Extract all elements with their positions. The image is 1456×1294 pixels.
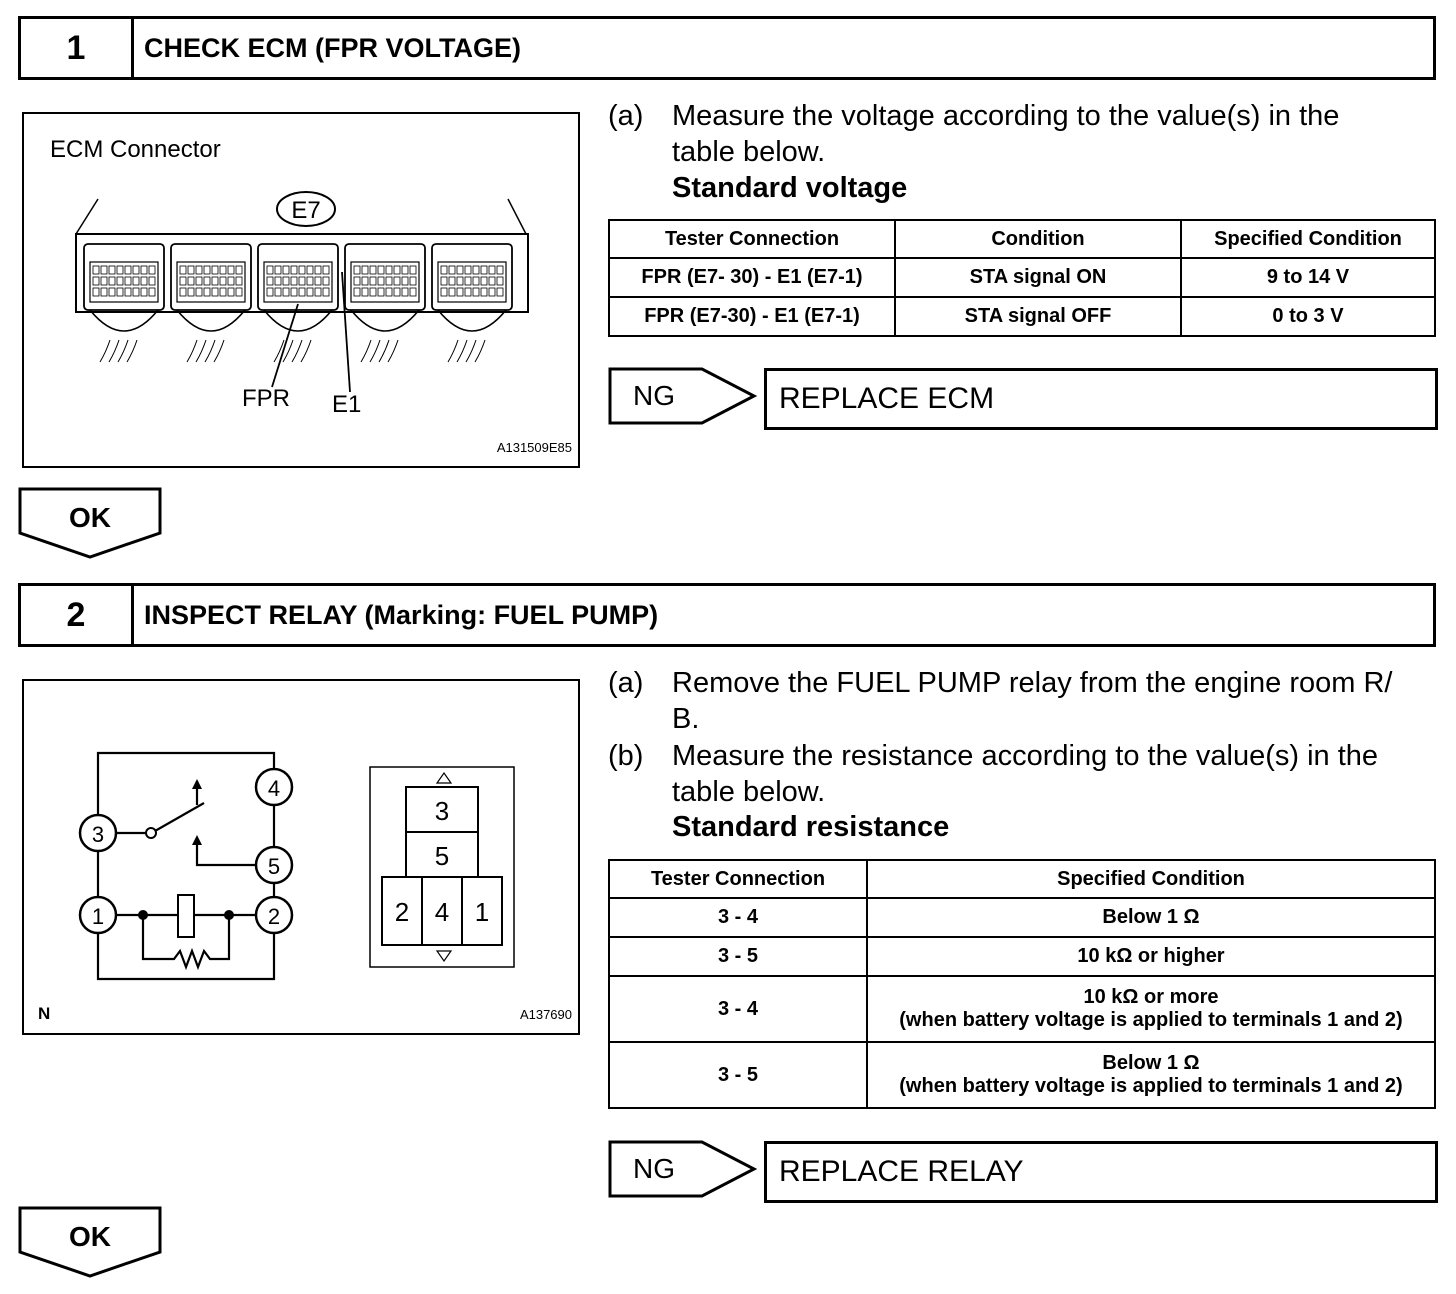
ng-label: NG xyxy=(633,380,675,411)
header-specified-condition: Specified Condition xyxy=(866,859,1436,899)
table-row: 3 - 4 10 kΩ or more (when battery voltag… xyxy=(608,975,1436,1043)
pinout-pin-3: 3 xyxy=(435,796,449,826)
instruction-text-line-2: B. xyxy=(672,703,700,735)
table-row: 3 - 5 10 kΩ or higher xyxy=(608,936,1436,977)
instruction-label: (a) xyxy=(608,667,644,699)
instruction-text-line-1: Measure the voltage according to the val… xyxy=(672,100,1340,132)
header-tester-connection: Tester Connection xyxy=(608,859,868,899)
cell-tester-connection: FPR (E7-30) - E1 (E7-1) xyxy=(608,296,896,337)
step-2-instruction-a: (a) Remove the FUEL PUMP relay from the … xyxy=(608,665,1438,739)
terminal-5: 5 xyxy=(268,854,280,879)
ng-label: NG xyxy=(633,1153,675,1184)
step-1-header: 1 CHECK ECM (FPR VOLTAGE) xyxy=(18,16,1436,80)
instruction-label: (b) xyxy=(608,740,644,772)
step-2-number: 2 xyxy=(21,586,134,644)
pinout-pin-5: 5 xyxy=(435,841,449,871)
ecm-connector-caption: ECM Connector xyxy=(50,136,221,163)
terminal-2: 2 xyxy=(268,904,280,929)
table-row: FPR (E7- 30) - E1 (E7-1) STA signal ON 9… xyxy=(608,257,1436,298)
condition-note: (when battery voltage is applied to term… xyxy=(899,1075,1403,1097)
step-2-title: INSPECT RELAY (Marking: FUEL PUMP) xyxy=(144,599,659,630)
table-header-row: Tester Connection Specified Condition xyxy=(608,859,1436,899)
pinout-pin-4: 4 xyxy=(435,897,449,927)
condition-value: Below 1 Ω xyxy=(1102,1052,1200,1074)
standard-resistance-label: Standard resistance xyxy=(672,811,950,843)
terminal-3: 3 xyxy=(92,822,104,847)
ng-arrow-2: NG xyxy=(608,1140,758,1198)
cell-specified-condition: Below 1 Ω xyxy=(866,897,1436,938)
pinout-pin-1: 1 xyxy=(475,897,489,927)
corner-label-n: N xyxy=(38,1004,50,1023)
instruction-text-line-2: table below. xyxy=(672,776,826,808)
step-2-header: 2 INSPECT RELAY (Marking: FUEL PUMP) xyxy=(18,583,1436,647)
cell-specified-condition: Below 1 Ω (when battery voltage is appli… xyxy=(866,1041,1436,1109)
pinout-pin-2: 2 xyxy=(395,897,409,927)
cell-tester-connection: FPR (E7- 30) - E1 (E7-1) xyxy=(608,257,896,298)
cell-specified-condition: 0 to 3 V xyxy=(1180,296,1436,337)
ok-arrow-1: OK xyxy=(18,487,162,559)
cell-specified-condition: 10 kΩ or higher xyxy=(866,936,1436,977)
instruction-text-line-2: table below. xyxy=(672,136,826,168)
instruction-text-line-1: Remove the FUEL PUMP relay from the engi… xyxy=(672,667,1393,699)
cell-tester-connection: 3 - 5 xyxy=(608,936,868,977)
instruction-label: (a) xyxy=(608,100,644,132)
condition-note: (when battery voltage is applied to term… xyxy=(899,1009,1403,1031)
condition-value: 10 kΩ or more xyxy=(1083,986,1219,1008)
fpr-terminal-label: FPR xyxy=(242,385,290,412)
table-row: FPR (E7-30) - E1 (E7-1) STA signal OFF 0… xyxy=(608,296,1436,337)
relay-figure: 3 4 5 1 2 3 5 2 4 1 N A137690 xyxy=(22,679,580,1035)
cell-condition: STA signal ON xyxy=(894,257,1182,298)
cell-specified-condition: 9 to 14 V xyxy=(1180,257,1436,298)
ecm-connector-modules xyxy=(83,243,513,363)
table-row: 3 - 5 Below 1 Ω (when battery voltage is… xyxy=(608,1041,1436,1109)
cell-tester-connection: 3 - 4 xyxy=(608,975,868,1043)
e1-terminal-label: E1 xyxy=(332,391,361,418)
ng-result-replace-relay: REPLACE RELAY xyxy=(764,1141,1438,1203)
step-2-instruction-b: (b) Measure the resistance according to … xyxy=(608,738,1438,812)
voltage-spec-table: Tester Connection Condition Specified Co… xyxy=(608,219,1436,337)
standard-voltage-label: Standard voltage xyxy=(672,172,908,204)
step-1-number: 1 xyxy=(21,19,134,77)
header-specified-condition: Specified Condition xyxy=(1180,219,1436,259)
cell-condition: STA signal OFF xyxy=(894,296,1182,337)
ok-arrow-2: OK xyxy=(18,1206,162,1278)
ecm-connector-figure: ECM Connector E7 FPR E1 A131509E85 xyxy=(22,112,580,468)
figure-code: A137690 xyxy=(520,1007,572,1022)
step-1-title: CHECK ECM (FPR VOLTAGE) xyxy=(144,32,521,63)
header-tester-connection: Tester Connection xyxy=(608,219,896,259)
terminal-4: 4 xyxy=(268,776,280,801)
ok-label: OK xyxy=(69,1221,111,1252)
instruction-text-line-1: Measure the resistance according to the … xyxy=(672,740,1379,772)
terminal-1: 1 xyxy=(92,904,104,929)
step-1-instruction-a: (a) Measure the voltage according to the… xyxy=(608,98,1438,178)
cell-specified-condition: 10 kΩ or more (when battery voltage is a… xyxy=(866,975,1436,1043)
connector-tag-e7: E7 xyxy=(291,197,320,224)
figure-code: A131509E85 xyxy=(497,440,572,455)
header-condition: Condition xyxy=(894,219,1182,259)
cell-tester-connection: 3 - 4 xyxy=(608,897,868,938)
table-row: 3 - 4 Below 1 Ω xyxy=(608,897,1436,938)
ng-result-replace-ecm: REPLACE ECM xyxy=(764,368,1438,430)
resistance-spec-table: Tester Connection Specified Condition 3 … xyxy=(608,859,1436,1109)
ok-label: OK xyxy=(69,502,111,533)
ng-arrow-1: NG xyxy=(608,367,758,425)
cell-tester-connection: 3 - 5 xyxy=(608,1041,868,1109)
table-header-row: Tester Connection Condition Specified Co… xyxy=(608,219,1436,259)
